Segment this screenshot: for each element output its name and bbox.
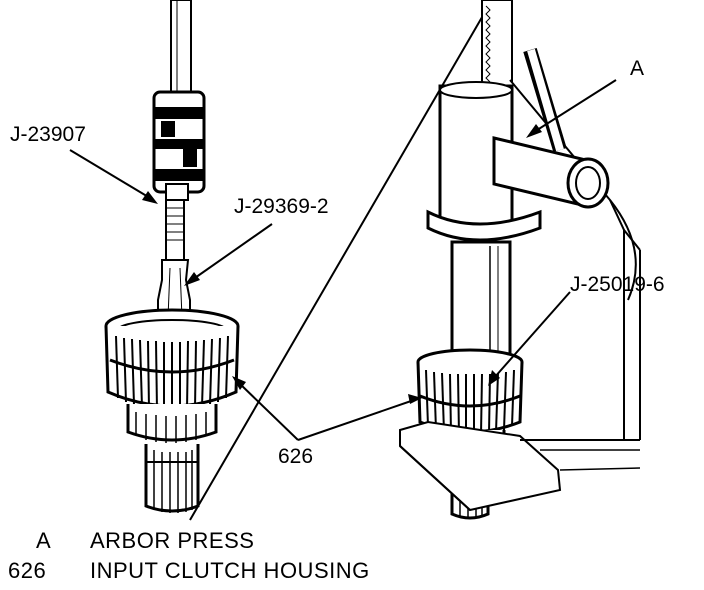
leader-lines: [69, 79, 617, 441]
legend-key-626: 626: [8, 558, 47, 583]
leader-j25019: [493, 291, 571, 379]
press-ram-rack: [481, 0, 513, 87]
label-arbor-ref: A: [630, 57, 645, 80]
threaded-shaft: [165, 199, 185, 261]
press-handle-boss: [492, 47, 610, 209]
slide-hammer-rod: [170, 0, 192, 93]
leader-j23907: [69, 149, 151, 199]
leader-arbor: [533, 79, 617, 133]
leader-626-left: [237, 381, 299, 441]
legend-key-a: A: [36, 528, 52, 553]
leader-j29369: [191, 223, 273, 281]
legend-text-arbor-press: ARBOR PRESS: [90, 528, 255, 553]
label-j25019-6: J-25019-6: [570, 273, 665, 296]
slide-hammer-j23907: [152, 90, 206, 201]
legend-text-input-clutch-housing: INPUT CLUTCH HOUSING: [90, 558, 370, 583]
label-626: 626: [278, 445, 314, 468]
input-clutch-housing-left: [104, 308, 240, 513]
leader-626-right: [297, 399, 415, 441]
label-j29369-2: J-29369-2: [234, 195, 329, 218]
label-j23907: J-23907: [10, 123, 86, 146]
press-base-plate: [399, 420, 641, 512]
